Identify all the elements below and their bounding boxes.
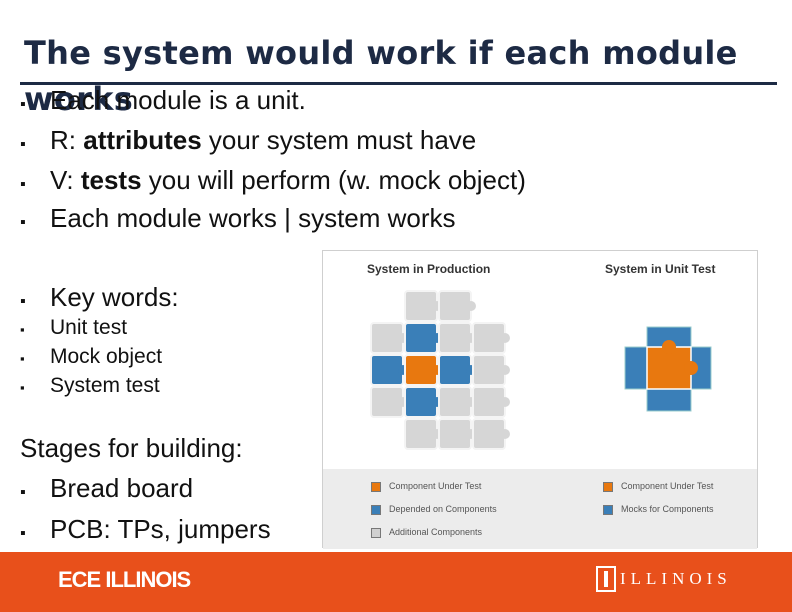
illinois-block-i-icon [596, 566, 616, 592]
bullet-text: Each module works | system works [50, 203, 456, 233]
puzzle-tab [500, 397, 510, 407]
bullet-marker: ▪ [20, 293, 26, 310]
key-word-item: ▪ Mock object [20, 345, 162, 371]
bullet-marker: ▪ [20, 322, 25, 337]
production-puzzle [370, 290, 510, 450]
legend-item: Additional Components [371, 527, 482, 538]
bullet-marker: ▪ [20, 96, 26, 113]
footer-bar: ECE ILLINOIS ILLINOIS [0, 552, 792, 612]
stage-item: ▪ PCB: TPs, jumpers [20, 514, 271, 549]
legend-swatch [371, 504, 381, 515]
bullet-marker: ▪ [20, 525, 26, 542]
puzzle-tab [500, 365, 510, 375]
bullet-marker: ▪ [20, 351, 25, 366]
bullet-marker: ▪ [20, 484, 26, 501]
slide-title: The system would work if each module wor… [24, 34, 738, 118]
figure-left-heading: System in Production [367, 262, 491, 276]
figure-diagram-area: System in Production System in Unit Test [323, 251, 757, 469]
puzzle-tab [500, 429, 510, 439]
figure-legend-area: Component Under Test Depended on Compone… [323, 469, 757, 549]
key-words-label: Key words: [50, 282, 179, 312]
ece-illinois-logo: ECE ILLINOIS [58, 567, 191, 592]
key-words-heading: ▪ Key words: [20, 282, 179, 317]
unit-tab-top [662, 340, 676, 354]
main-bullet-item: ▪ Each module works | system works [20, 203, 456, 238]
main-bullet-item: ▪ R: attributes your system must have [20, 125, 476, 160]
puzzle-tab [466, 301, 476, 311]
main-bullet-item: ▪ V: tests you will perform (w. mock obje… [20, 165, 526, 200]
key-word-text: Unit test [50, 316, 128, 339]
bullet-marker: ▪ [20, 176, 26, 193]
legend-item: Mocks for Components [603, 504, 714, 515]
legend-swatch [371, 527, 381, 538]
stage-text: PCB: TPs, jumpers [50, 514, 271, 544]
key-word-text: Mock object [50, 345, 163, 368]
bullet-emphasis: attributes [83, 125, 202, 155]
bullet-text: your system must have [201, 125, 477, 155]
key-word-item: ▪ Unit test [20, 316, 127, 342]
legend-swatch [603, 504, 613, 515]
bullet-marker: ▪ [20, 136, 26, 153]
key-word-item: ▪ System test [20, 374, 160, 400]
legend-swatch [371, 481, 381, 492]
bullet-emphasis: tests [80, 165, 142, 195]
legend-item: Component Under Test [603, 481, 713, 492]
legend-item: Depended on Components [371, 504, 497, 515]
puzzle-tab [500, 333, 510, 343]
bullet-text: Each module is a unit. [50, 85, 306, 115]
legend-swatch [603, 481, 613, 492]
unit-test-puzzle [624, 326, 712, 412]
main-bullet-item: ▪ Each module is a unit. [20, 85, 306, 120]
stage-text: Bread board [50, 473, 194, 503]
bullet-marker: ▪ [20, 380, 25, 395]
stages-heading: Stages for building: [20, 433, 243, 463]
legend-item: Component Under Test [371, 481, 481, 492]
bullet-marker: ▪ [20, 214, 26, 231]
stage-item: ▪ Bread board [20, 473, 193, 508]
unit-test-figure: System in Production System in Unit Test… [322, 250, 758, 549]
bullet-text: you will perform (w. mock object) [141, 165, 526, 195]
bullet-text: V: [50, 165, 81, 195]
unit-tab-right [684, 361, 698, 375]
puzzle-diagram [370, 290, 712, 450]
illinois-wordmark: ILLINOIS [620, 569, 732, 588]
title-underline [20, 82, 777, 85]
figure-right-heading: System in Unit Test [605, 262, 716, 276]
key-word-text: System test [50, 374, 160, 397]
bullet-text: R: [50, 125, 84, 155]
